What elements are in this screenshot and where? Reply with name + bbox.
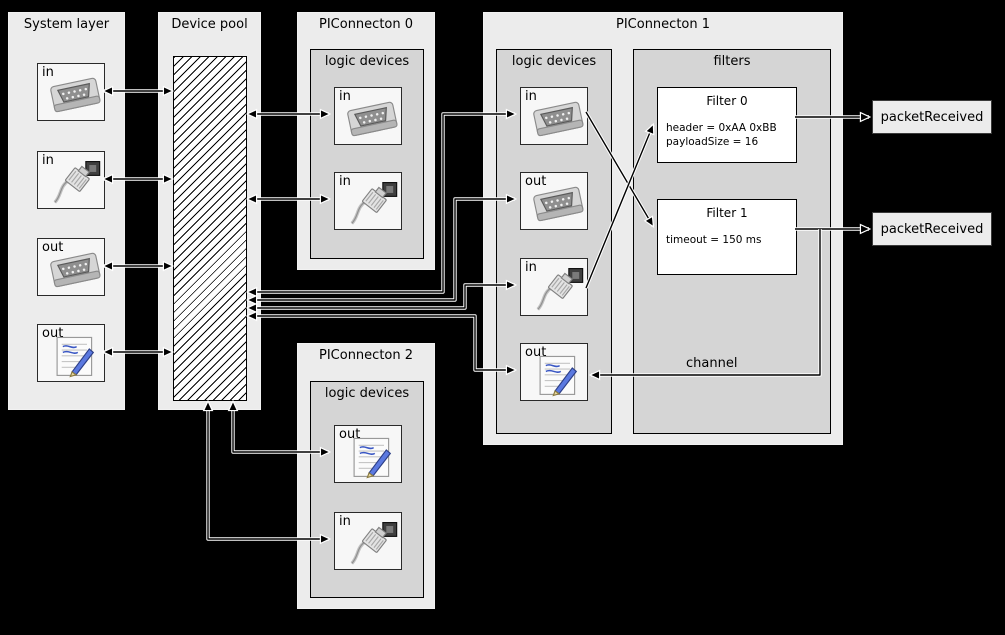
logic-devices-title: logic devices [324,386,410,401]
channel-label: channel [686,356,738,371]
system-device-in-serial: in [37,63,105,121]
pic1-device-out-serial: out [520,172,588,230]
notepad-icon [345,435,400,481]
pic0-device-in-ethernet: in [334,172,402,230]
serial-port-icon [531,97,586,143]
piconnecton-1-filters: filters Filter 0 header = 0xAA 0xBB payl… [633,49,831,434]
filter-param: payloadSize = 16 [666,136,759,148]
filters-title: filters [713,54,751,69]
piconnecton-2-logic-devices: logic devices out in [310,381,424,598]
device-label: out [525,174,547,189]
pic1-device-in-serial: in [520,87,588,145]
device-label: in [42,65,54,80]
filter-0-title: Filter 0 [706,94,748,108]
serial-port-icon [345,97,400,143]
device-pool-title: Device pool [171,17,248,32]
device-label: in [42,153,54,168]
device-label: out [42,240,64,255]
packet-received-0: packetReceived [872,100,992,134]
logic-devices-title: logic devices [511,54,597,69]
ethernet-plug-icon [345,522,400,568]
pic2-device-out-notepad: out [334,425,402,483]
pic0-device-in-serial: in [334,87,402,145]
filter-1-box: Filter 1 timeout = 150 ms [657,199,797,275]
filter-param: header = 0xAA 0xBB [666,122,777,134]
output-label: packetReceived [880,109,984,125]
piconnecton-0-box: PIConnecton 0 logic devices in in [297,12,435,270]
filter-param: timeout = 150 ms [666,234,762,246]
pic2-device-in-ethernet: in [334,512,402,570]
device-label: in [339,514,351,529]
serial-port-icon [531,182,586,228]
logic-devices-title: logic devices [324,54,410,69]
device-label: in [525,260,537,275]
filter-0-box: Filter 0 header = 0xAA 0xBB payloadSize … [657,87,797,163]
pic1-device-out-notepad: out [520,343,588,401]
system-device-out-notepad: out [37,324,105,382]
packet-received-1: packetReceived [872,212,992,246]
system-device-out-serial: out [37,238,105,296]
filter-1-title: Filter 1 [706,206,748,220]
filter-0-params: header = 0xAA 0xBB payloadSize = 16 [666,121,792,149]
piconnecton-1-logic-devices: logic devices in out in out [496,49,612,434]
system-layer-box: System layer in in out out [8,12,125,410]
device-label: in [339,89,351,104]
piconnecton-1-title: PIConnecton 1 [615,17,711,32]
connector-pool-pic1-in-ethernet [248,285,515,308]
filter-1-params: timeout = 150 ms [666,233,792,247]
serial-port-icon [48,248,103,294]
system-device-in-ethernet: in [37,151,105,209]
piconnecton-1-box: PIConnecton 1 logic devices in out in ou… [483,12,843,445]
device-label: in [525,89,537,104]
piconnecton-0-title: PIConnecton 0 [318,17,414,32]
notepad-icon [48,334,103,380]
ethernet-plug-icon [345,182,400,228]
pic1-device-in-ethernet: in [520,258,588,316]
piconnecton-2-title: PIConnecton 2 [318,348,414,363]
notepad-icon [531,353,586,399]
piconnecton-0-logic-devices: logic devices in in [310,49,424,259]
ethernet-plug-icon [531,268,586,314]
piconnecton-2-box: PIConnecton 2 logic devices out in [297,343,435,609]
ethernet-plug-icon [48,161,103,207]
serial-port-icon [48,73,103,119]
system-layer-title: System layer [23,17,110,32]
output-label: packetReceived [880,221,984,237]
device-pool-hatch [173,56,247,401]
device-pool-box: Device pool [158,12,261,410]
